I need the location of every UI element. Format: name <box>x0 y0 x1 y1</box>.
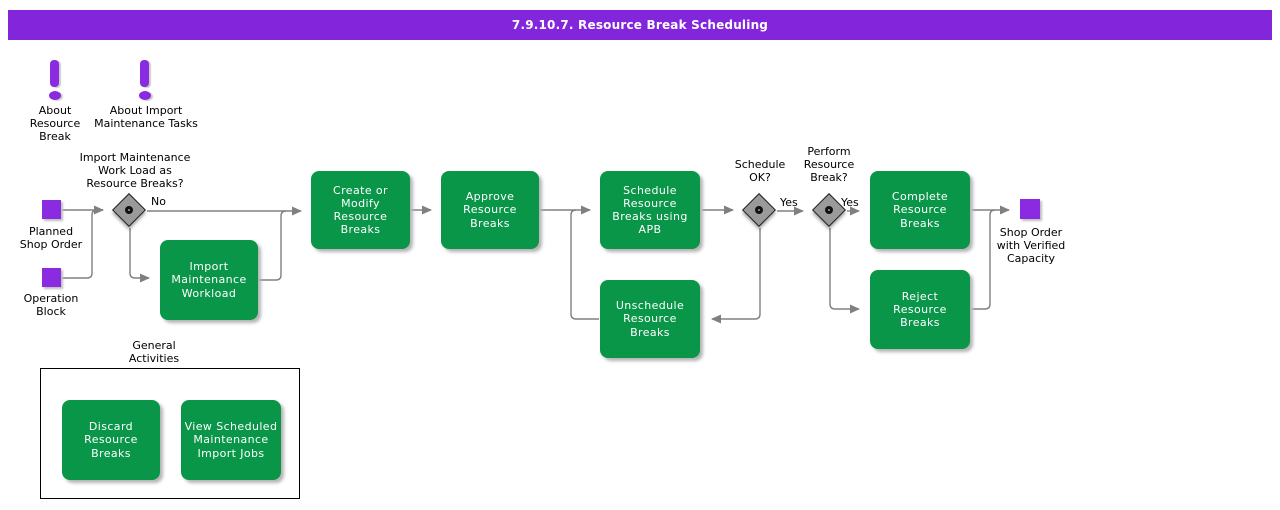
event-planned-shop-order[interactable] <box>42 200 61 219</box>
diagram-title: 7.9.10.7. Resource Break Scheduling <box>511 18 769 32</box>
diagram-title-bar: 7.9.10.7. Resource Break Scheduling <box>8 10 1272 40</box>
connector-import-return <box>259 210 287 281</box>
decision-import-workload-question: Import Maintenance Work Load as Resource… <box>79 151 191 190</box>
connector-operation-join <box>61 209 103 279</box>
connector-decision-to-reject <box>829 228 860 314</box>
about-resource-break-label: About Resource Break <box>29 104 81 143</box>
exclamation-dot-icon <box>49 91 61 100</box>
branch-label-no: No <box>151 195 166 208</box>
activity-schedule-resource-breaks-apb[interactable]: Schedule Resource Breaks using APB <box>600 171 700 249</box>
connector-reject-join <box>972 209 996 310</box>
event-shop-order-verified-capacity-label: Shop Order with Verified Capacity <box>996 226 1066 265</box>
exclamation-dot-icon <box>139 91 151 100</box>
connector-unschedule-return <box>570 209 599 320</box>
about-import-maintenance-tasks-label: About Import Maintenance Tasks <box>94 104 198 130</box>
activity-discard-resource-breaks[interactable]: Discard Resource Breaks <box>62 400 160 480</box>
gateway-circle-icon <box>123 204 135 216</box>
exclamation-bar-icon <box>50 60 59 87</box>
activity-unschedule-resource-breaks[interactable]: Unschedule Resource Breaks <box>600 280 700 358</box>
gateway-circle-icon <box>753 204 765 216</box>
general-activities-title: General Activities <box>128 339 180 365</box>
activity-complete-resource-breaks[interactable]: Complete Resource Breaks <box>870 171 970 249</box>
activity-reject-resource-breaks[interactable]: Reject Resource Breaks <box>870 270 970 349</box>
connector-decision-to-unschedule <box>711 228 761 324</box>
activity-approve-resource-breaks[interactable]: Approve Resource Breaks <box>441 171 539 249</box>
activity-view-scheduled-maintenance-import-jobs[interactable]: View Scheduled Maintenance Import Jobs <box>181 400 281 480</box>
decision-schedule-ok-question: Schedule OK? <box>734 158 786 184</box>
about-import-maintenance-tasks-icon[interactable] <box>138 60 152 106</box>
activity-import-maintenance-workload[interactable]: Import Maintenance Workload <box>160 240 258 320</box>
event-operation-block-label: Operation Block <box>23 292 79 318</box>
about-resource-break-icon[interactable] <box>48 60 62 106</box>
event-planned-shop-order-label: Planned Shop Order <box>19 225 83 251</box>
event-shop-order-verified-capacity[interactable] <box>1020 199 1040 219</box>
decision-perform-break-question: Perform Resource Break? <box>803 145 855 184</box>
exclamation-bar-icon <box>140 60 149 87</box>
branch-label-yes-schedule: Yes <box>780 196 798 209</box>
gateway-circle-icon <box>823 204 835 216</box>
event-operation-block[interactable] <box>42 268 61 287</box>
activity-create-or-modify-resource-breaks[interactable]: Create or Modify Resource Breaks <box>311 171 410 249</box>
branch-label-yes-perform: Yes <box>841 196 859 209</box>
connector-decision-to-import <box>129 228 150 283</box>
